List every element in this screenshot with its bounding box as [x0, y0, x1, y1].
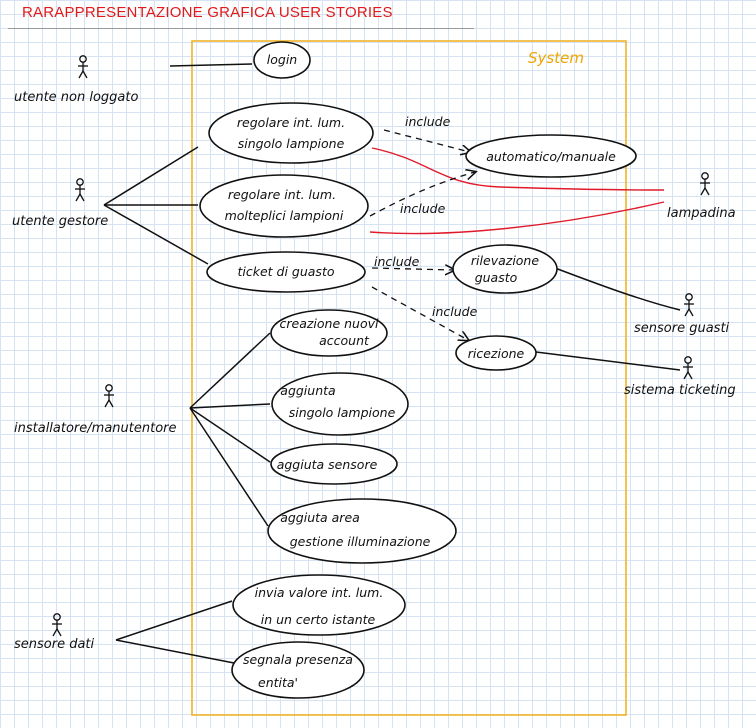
- use-case-text: guasto: [475, 270, 518, 285]
- use-case-automatico-manuale: automatico/manuale: [465, 134, 637, 178]
- page-title: RARAPPRESENTAZIONE GRAFICA USER STORIES: [22, 4, 393, 21]
- use-case-text: rilevazione: [471, 253, 539, 268]
- use-case-text: account: [319, 333, 370, 348]
- use-case-regolare-molteplici: regolare int. lum. molteplici lampioni: [199, 174, 369, 238]
- use-case-text: singolo lampione: [238, 136, 345, 151]
- include-label: include: [400, 201, 446, 216]
- use-case-text: singolo lampione: [289, 405, 396, 420]
- actor-lampadina: lampadina: [667, 172, 736, 221]
- actor-utente-non-loggato: utente non loggato: [14, 55, 138, 105]
- include-arrow: [383, 129, 470, 152]
- actor-icon: [77, 55, 89, 79]
- use-case-text: login: [267, 52, 298, 67]
- include-arrow: [371, 268, 454, 270]
- use-case-text: segnala presenza: [243, 652, 353, 667]
- assoc-inst-lampione: [189, 403, 271, 409]
- use-case-text: regolare int. lum.: [228, 187, 336, 202]
- actor-label: lampadina: [667, 206, 736, 221]
- lampadina-links: [369, 147, 665, 235]
- use-case-text: in un certo istante: [261, 612, 376, 627]
- use-case-rilevazione-guasto: rilevazione guasto: [452, 244, 558, 294]
- actor-installatore-manutentore: installatore/manutentore: [14, 384, 177, 436]
- assoc-sensore-invia: [115, 600, 233, 641]
- assoc-gestore-singolo: [103, 146, 199, 206]
- include-arrow: [369, 172, 475, 217]
- use-case-text: aggiuta area: [280, 510, 360, 525]
- include-label: include: [432, 304, 478, 319]
- use-case-text: automatico/manuale: [486, 149, 616, 164]
- actor-utente-gestore: utente gestore: [12, 178, 108, 229]
- actor-label: installatore/manutentore: [14, 421, 177, 436]
- assoc-rilevazione-sensoreguasti: [554, 267, 681, 311]
- use-case-text: gestione illuminazione: [290, 534, 431, 549]
- use-case-creazione-account: creazione nuovi account: [270, 309, 388, 357]
- actor-label: sensore guasti: [634, 321, 730, 336]
- assoc-inst-area: [189, 407, 269, 527]
- link-singolo-lampadina: [371, 147, 665, 191]
- association-lines: [103, 63, 681, 664]
- include-arrows: [369, 129, 475, 340]
- use-case-aggiunta-sensore: aggiuta sensore: [270, 443, 398, 485]
- system-label: System: [528, 49, 584, 67]
- use-case-ticket-guasto: ticket di guasto: [206, 251, 366, 293]
- assoc-nonloggato-login: [169, 63, 253, 67]
- actor-sensore-dati: sensore dati: [14, 613, 95, 652]
- include-arrow: [371, 286, 468, 340]
- use-case-text: ricezione: [468, 346, 525, 361]
- actor-icon: [74, 178, 86, 202]
- actor-label: sistema ticketing: [624, 383, 736, 398]
- use-case-text: regolare int. lum.: [237, 115, 345, 130]
- use-case-text: entita': [258, 675, 298, 690]
- use-case-text: invia valore int. lum.: [255, 585, 384, 600]
- include-label: include: [374, 254, 420, 269]
- actor-sistema-ticketing: sistema ticketing: [624, 356, 736, 398]
- actor-icon: [683, 293, 695, 317]
- actor-label: sensore dati: [14, 637, 95, 652]
- assoc-gestore-ticket: [103, 204, 209, 265]
- assoc-ricezione-ticketing: [535, 351, 681, 371]
- actor-icon: [682, 356, 694, 380]
- use-case-aggiunta-lampione: aggiunta singolo lampione: [271, 372, 409, 436]
- use-case-ricezione: ricezione: [455, 335, 537, 371]
- actor-icon: [51, 613, 63, 637]
- system-boundary: [191, 40, 627, 716]
- actor-label: utente non loggato: [14, 90, 138, 105]
- use-case-invia-valore: invia valore int. lum. in un certo istan…: [232, 574, 406, 636]
- use-case-regolare-singolo: regolare int. lum. singolo lampione: [208, 102, 374, 164]
- assoc-inst-creazione: [189, 332, 271, 409]
- link-molteplici-lampadina: [369, 201, 665, 235]
- actor-icon: [103, 384, 115, 408]
- include-label: include: [405, 114, 451, 129]
- use-case-login: login: [253, 41, 311, 79]
- use-case-segnala-presenza: segnala presenza entita': [231, 641, 365, 699]
- assoc-inst-sensore: [189, 407, 271, 463]
- use-case-text: creazione nuovi: [280, 316, 380, 331]
- use-case-text: aggiunta: [280, 383, 335, 398]
- actor-sensore-guasti: sensore guasti: [634, 293, 730, 336]
- title-divider: [8, 28, 474, 29]
- actor-icon: [699, 172, 711, 196]
- use-case-text: ticket di guasto: [237, 264, 334, 279]
- use-case-aggiunta-area: aggiuta area gestione illuminazione: [267, 498, 457, 564]
- actor-label: utente gestore: [12, 214, 108, 229]
- use-case-text: aggiuta sensore: [277, 457, 378, 472]
- use-case-text: molteplici lampioni: [225, 208, 344, 223]
- assoc-sensore-segnala: [115, 639, 235, 664]
